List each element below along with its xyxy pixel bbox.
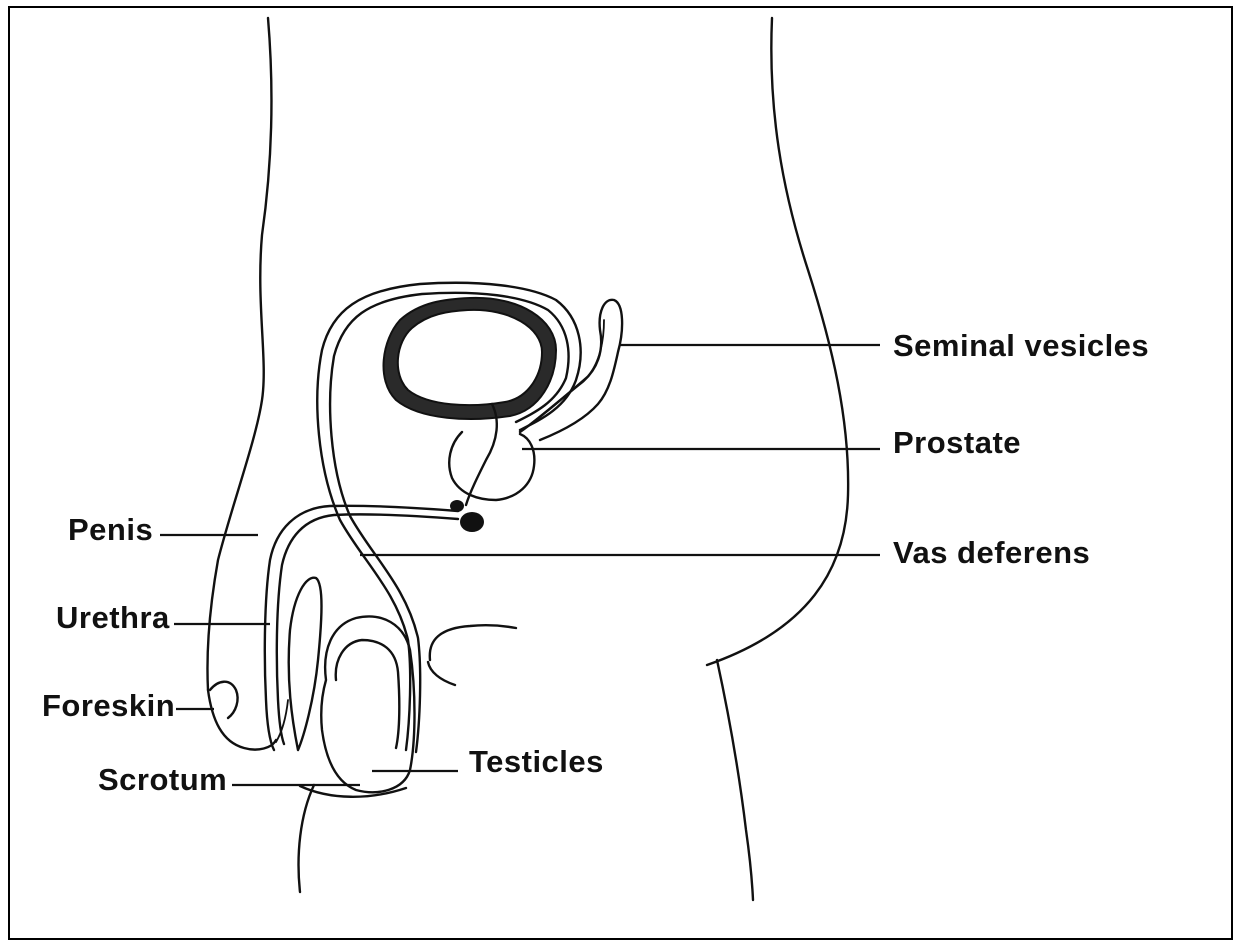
label-foreskin: Foreskin	[42, 688, 175, 723]
body-outline-leg-front	[717, 660, 753, 900]
body-outline-front	[707, 18, 848, 665]
label-seminal-vesicles: Seminal vesicles	[893, 328, 1149, 363]
urethra-outer	[265, 506, 458, 750]
thigh-contour-lower	[428, 662, 455, 685]
bladder	[384, 298, 556, 419]
gland-dot	[460, 512, 484, 532]
penis-glans	[210, 682, 238, 718]
thigh-contour	[430, 625, 516, 660]
label-penis: Penis	[68, 512, 153, 547]
label-urethra: Urethra	[56, 600, 170, 635]
corpus-shape	[289, 578, 322, 750]
prostate	[449, 432, 534, 500]
label-vas-deferens: Vas deferens	[893, 535, 1090, 570]
testicle	[336, 640, 400, 748]
urethra-inner	[277, 514, 458, 744]
label-prostate: Prostate	[893, 425, 1021, 460]
gland-dot-small	[450, 500, 464, 512]
body-outline-back	[207, 18, 271, 690]
body-outline-back-lower	[299, 785, 314, 892]
label-scrotum: Scrotum	[98, 762, 227, 797]
label-testicles: Testicles	[469, 744, 604, 779]
